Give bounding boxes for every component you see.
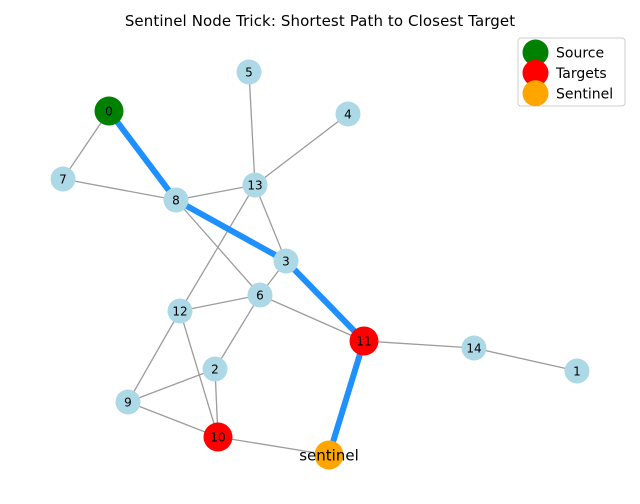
edge-3-11-path [283,258,367,344]
edge-13-12 [179,184,256,312]
node-label-10: 10 [210,430,225,444]
node-9 [115,389,141,415]
node-3 [273,248,299,274]
node-8 [163,187,189,213]
node-0 [94,96,124,126]
node-14 [461,335,487,361]
legend-label-source: Source [556,46,604,62]
legend-marker-sentinel [522,80,549,107]
node-label-6: 6 [256,288,264,302]
edge-11-sentinel-path [326,338,367,458]
node-label-2: 2 [211,362,219,376]
node-label-3: 3 [282,254,290,268]
edge-12-10 [179,310,219,438]
node-11 [349,326,379,356]
edge-13-3 [254,184,287,262]
legend-marker-source [522,39,549,66]
chart-title: Sentinel Node Trick: Shortest Path to Cl… [124,12,516,30]
node-7 [50,166,76,192]
node-sentinel [314,440,344,470]
legend-marker-targets [522,59,549,86]
node-label-14: 14 [466,341,481,355]
node-2 [202,356,228,382]
edge-9-10 [127,401,219,438]
node-12 [167,298,193,324]
legend-label-sentinel: Sentinel [556,86,613,102]
node-10 [203,422,233,452]
edge-6-12 [179,294,261,312]
edge-6-2 [214,294,261,370]
node-label-7: 7 [59,172,67,186]
node-label-12: 12 [172,304,187,318]
edge-12-9 [127,310,181,403]
legend-label-targets: Targets [555,66,607,82]
node-label-sentinel: sentinel [299,446,359,464]
node-5 [236,59,262,85]
node-label-0: 0 [105,104,113,118]
edge-14-1 [473,347,578,372]
node-label-13: 13 [247,178,262,192]
edge-8-3-path [173,197,289,264]
edge-2-9 [127,368,216,403]
node-4 [335,101,361,127]
node-label-1: 1 [573,364,581,378]
edge-6-11 [259,294,365,342]
nodes-layer [50,59,590,470]
edge-11-14 [363,340,475,349]
edge-0-8-path [106,108,179,203]
node-label-9: 9 [124,395,132,409]
node-13 [242,172,268,198]
node-label-8: 8 [172,193,180,207]
edges-layer [62,71,578,458]
node-1 [564,358,590,384]
edge-7-8 [62,178,177,201]
edge-8-13 [175,184,256,201]
node-label-4: 4 [344,107,352,121]
edge-13-4 [254,113,349,186]
node-6 [247,282,273,308]
edge-13-5 [248,71,256,186]
node-label-11: 11 [356,334,371,348]
edge-10-sentinel [217,436,330,456]
node-label-5: 5 [245,65,253,79]
